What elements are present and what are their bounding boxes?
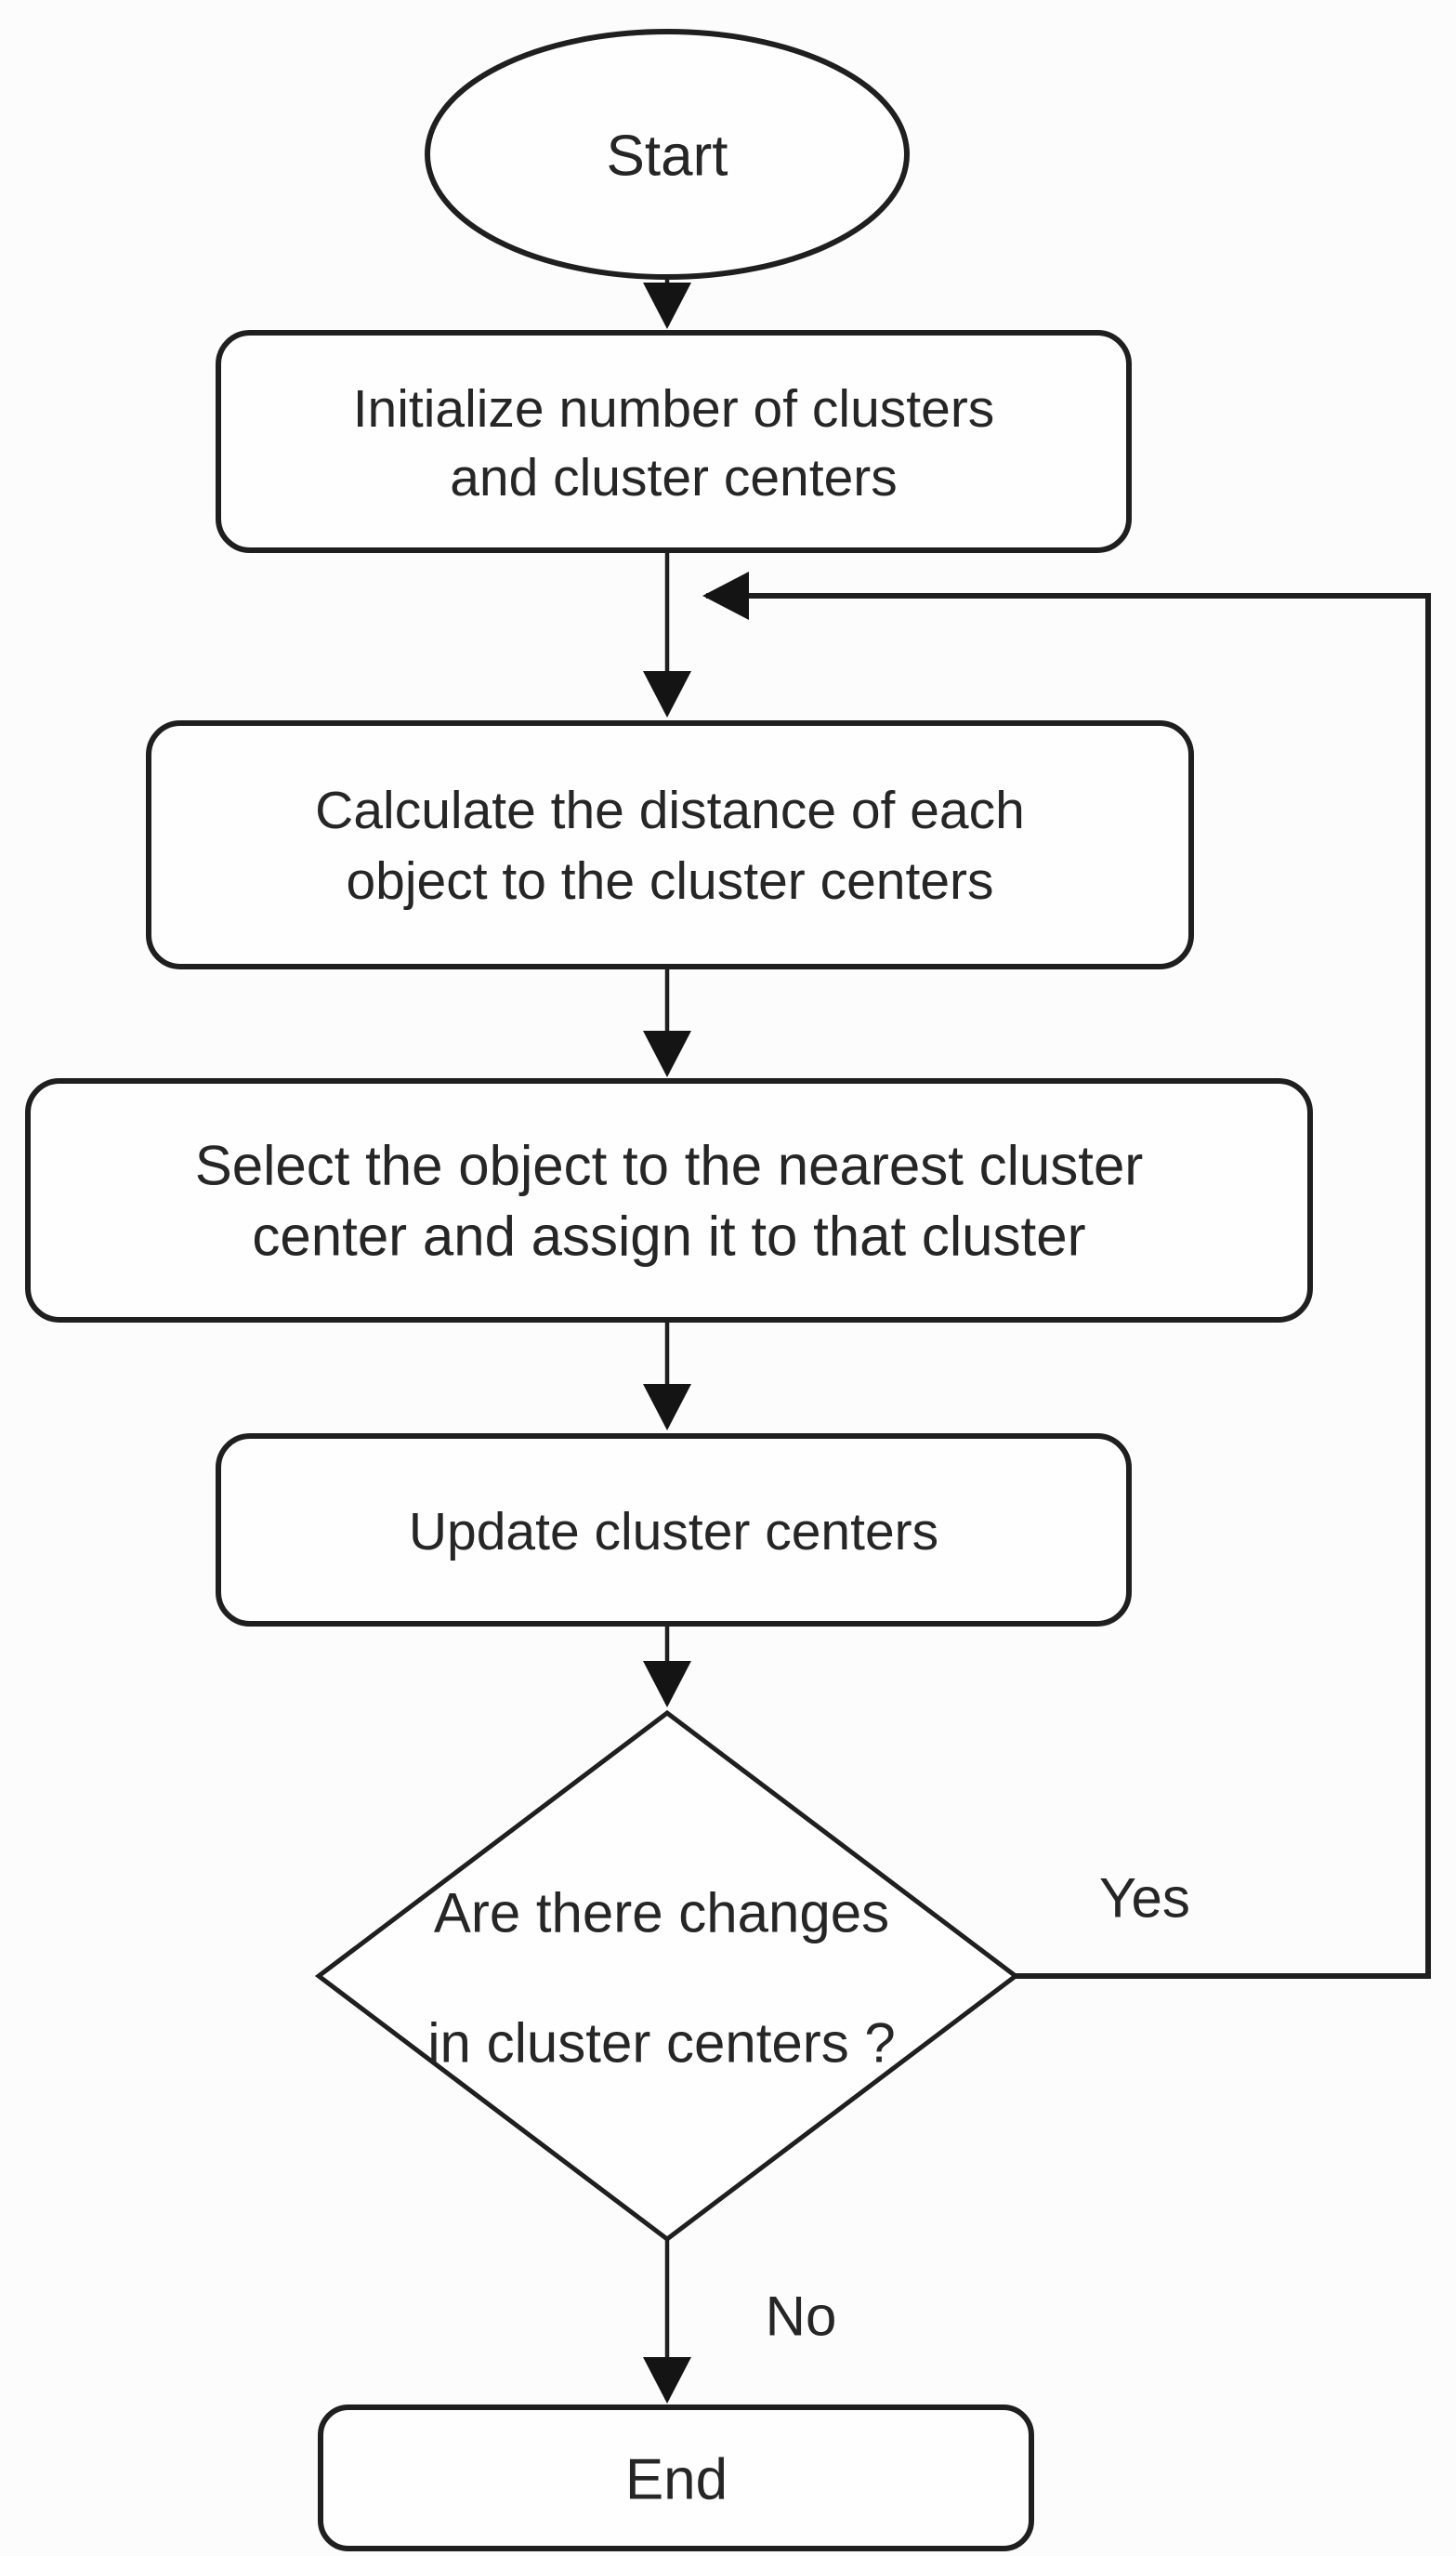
calc-box	[146, 720, 1194, 969]
yes-branch-label: Yes	[1099, 1867, 1190, 1930]
decision-label-line1: Are there changes	[434, 1882, 889, 1944]
init-label-line2: and cluster centers	[450, 448, 898, 507]
update-node: Update cluster centers	[216, 1433, 1132, 1627]
end-label: End	[625, 2448, 728, 2512]
edge-yes-loop	[702, 572, 1431, 1979]
init-label-line1: Initialize number of clusters	[353, 379, 995, 439]
update-label: Update cluster centers	[409, 1502, 938, 1561]
select-box	[25, 1078, 1313, 1323]
init-box	[216, 330, 1132, 553]
no-branch-label: No	[766, 2286, 837, 2348]
select-label-line2: center and assign it to that cluster	[252, 1206, 1085, 1268]
decision-node: Are there changes in cluster centers ?	[314, 1709, 1020, 2243]
select-node: Select the object to the nearest cluster…	[25, 1078, 1313, 1323]
end-node: End	[318, 2404, 1034, 2551]
calc-label-line1: Calculate the distance of each	[315, 781, 1025, 840]
decision-diamond	[314, 1709, 1020, 2243]
start-ellipse	[425, 29, 910, 280]
select-label-line1: Select the object to the nearest cluster	[195, 1135, 1144, 1197]
update-box	[216, 1433, 1132, 1627]
calc-label-line2: object to the cluster centers	[346, 851, 993, 911]
start-label: Start	[607, 125, 728, 189]
start-node: Start	[425, 29, 910, 280]
end-box	[318, 2404, 1034, 2551]
decision-label-line2: in cluster centers ?	[427, 2012, 896, 2075]
init-node: Initialize number of clusters and cluste…	[216, 330, 1132, 553]
calc-node: Calculate the distance of each object to…	[146, 720, 1194, 969]
